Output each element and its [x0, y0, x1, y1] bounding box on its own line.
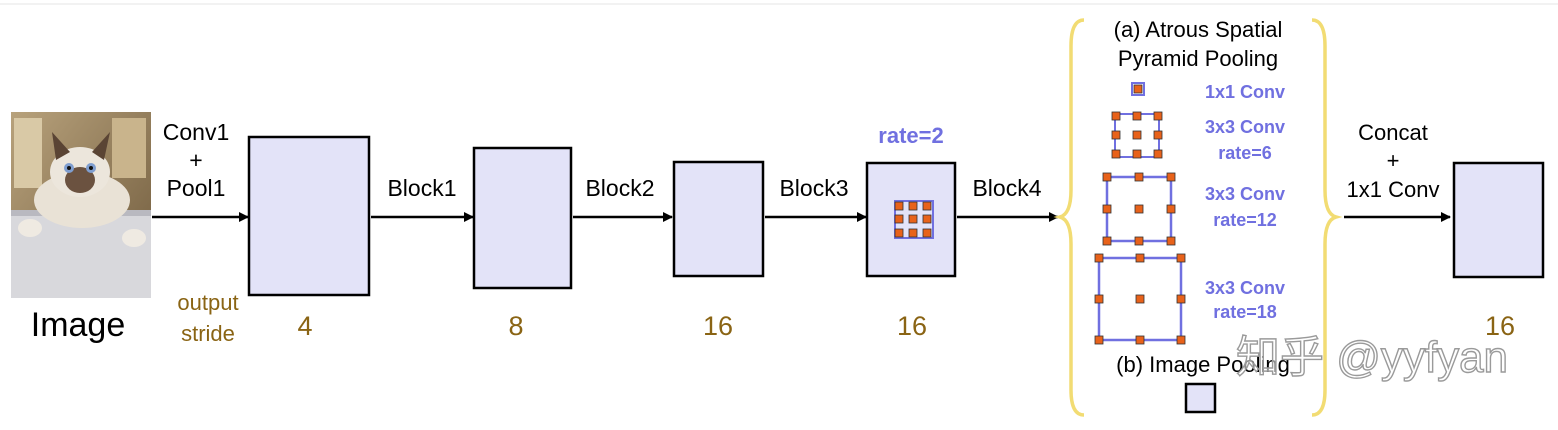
concat-label-line1: Concat [1358, 120, 1428, 145]
arrow-label-block1: Block1 [387, 175, 456, 201]
stride-value-8: 8 [508, 311, 523, 341]
arrow-label-block4: Block4 [972, 175, 1041, 201]
feature-map-block-stride8 [472, 146, 573, 290]
aspp-kernel-1x1 [1131, 82, 1145, 96]
rate-2-label: rate=2 [878, 123, 943, 148]
aspp-branch1-label-line1: 1x1 Conv [1205, 82, 1285, 102]
aspp-branch2-label-line2: rate=6 [1218, 143, 1272, 163]
output-stride-value: 16 [1485, 311, 1515, 341]
stride-value-16-b: 16 [897, 311, 927, 341]
stride-value-4: 4 [297, 311, 312, 341]
image-pooling-block [1184, 382, 1217, 414]
input-image-label: Image [31, 306, 126, 344]
aspp-branch4-label-line2: rate=18 [1213, 302, 1277, 322]
arrow-label-pool1: Pool1 [167, 175, 226, 201]
feature-map-block-stride4 [247, 135, 371, 297]
aspp-branch4-label-line1: 3x3 Conv [1205, 278, 1285, 298]
aspp-branch3-label-line1: 3x3 Conv [1205, 184, 1285, 204]
atrous-kernel-rate2 [894, 200, 934, 239]
output-stride-caption-line1: output [177, 290, 238, 315]
aspp-kernel-rate18 [1094, 253, 1186, 345]
aspp-kernel-rate6 [1111, 111, 1163, 159]
aspp-branch3-label-line2: rate=12 [1213, 210, 1277, 230]
right-curly-brace [1311, 18, 1343, 417]
input-image [11, 112, 151, 298]
concat-label-line2: + [1387, 148, 1400, 173]
feature-map-block-stride16-a [672, 160, 765, 278]
stride-value-16-a: 16 [703, 311, 733, 341]
aspp-title-line1: (a) Atrous Spatial [1114, 17, 1283, 42]
arrow-label-plus: + [189, 147, 202, 173]
arrow-label-conv1: Conv1 [163, 119, 229, 145]
aspp-title-line2: Pyramid Pooling [1118, 46, 1278, 71]
arrow-label-block2: Block2 [585, 175, 654, 201]
watermark: 知乎 @yyfyan [1236, 333, 1508, 382]
aspp-branch2-label-line1: 3x3 Conv [1205, 117, 1285, 137]
concat-label-line3: 1x1 Conv [1347, 177, 1440, 202]
image-pooling-label: (b) Image Pooling [1116, 352, 1290, 377]
output-feature-block [1452, 161, 1545, 279]
left-curly-brace [1053, 18, 1085, 417]
aspp-kernel-rate12 [1102, 172, 1176, 246]
output-stride-caption-line2: stride [181, 321, 235, 346]
arrow-label-block3: Block3 [779, 175, 848, 201]
